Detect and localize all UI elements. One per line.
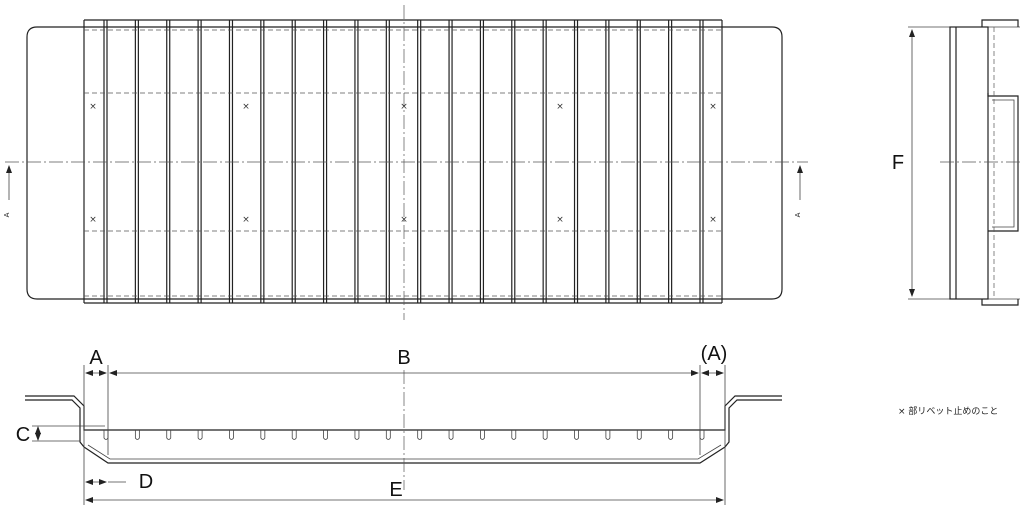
- rivet-mark: ×: [242, 215, 250, 225]
- plan-outline: [26, 26, 783, 300]
- dimension-b-label: B: [397, 347, 410, 369]
- slot: [291, 430, 297, 440]
- side-top-flange: [981, 19, 1019, 27]
- right-flange-inner: [724, 399, 782, 448]
- slot: [229, 430, 234, 440]
- dimension-a-label: A: [89, 347, 103, 369]
- side-bottom-flange: [981, 299, 1019, 306]
- rivet-mark: ×: [709, 102, 717, 112]
- slot: [166, 430, 172, 440]
- slot: [385, 430, 391, 440]
- rivet-mark: ×: [89, 102, 97, 112]
- slot: [511, 430, 517, 440]
- slot: [260, 430, 266, 440]
- section-label-right: A: [794, 212, 802, 217]
- slot: [323, 430, 328, 440]
- section-label-left: A: [3, 212, 11, 217]
- rivet-mark: ×: [556, 215, 564, 225]
- grating-bars: [83, 19, 723, 304]
- rivet-mark: ×: [709, 215, 717, 225]
- left-flange-inner: [25, 399, 85, 448]
- dimension-f-label: F: [892, 152, 904, 174]
- slot: [542, 430, 548, 440]
- dimension-a-paren-label: (A): [701, 343, 728, 365]
- left-flange-outer: [25, 395, 105, 431]
- slot: [574, 430, 579, 440]
- section-view: A B (A) C D E: [16, 343, 782, 505]
- slot: [417, 430, 423, 440]
- slot: [699, 430, 705, 440]
- side-channel-inner: [992, 99, 1015, 228]
- rivet-mark: ×: [556, 102, 564, 112]
- rivet-mark: ×: [400, 215, 408, 225]
- dimension-d-label: D: [139, 471, 153, 493]
- rivet-mark: ×: [400, 102, 408, 112]
- side-view: F: [892, 19, 1022, 306]
- slot: [605, 430, 611, 440]
- pan-bottom-inner: [87, 444, 722, 460]
- side-body: [949, 26, 989, 300]
- rivet-mark: ×: [242, 102, 250, 112]
- slot: [668, 430, 674, 440]
- slot: [197, 430, 203, 440]
- slot: [354, 430, 360, 440]
- right-flange-outer: [705, 395, 782, 431]
- slot: [480, 430, 485, 440]
- dimension-c-label: C: [16, 424, 30, 446]
- side-channel-outer: [987, 93, 1019, 232]
- slot: [134, 430, 140, 440]
- slot: [103, 430, 109, 440]
- pan-bottom-outer: [83, 446, 726, 464]
- plan-view: × × × × × × × × × × A A: [3, 5, 808, 320]
- slot: [448, 430, 454, 440]
- rivet-marks: × × × × × × × × × ×: [89, 102, 717, 225]
- dimension-e-label: E: [389, 479, 402, 501]
- rivet-mark: ×: [89, 215, 97, 225]
- rivet-note: × 部リベット止めのこと: [898, 405, 998, 417]
- slot: [636, 430, 642, 440]
